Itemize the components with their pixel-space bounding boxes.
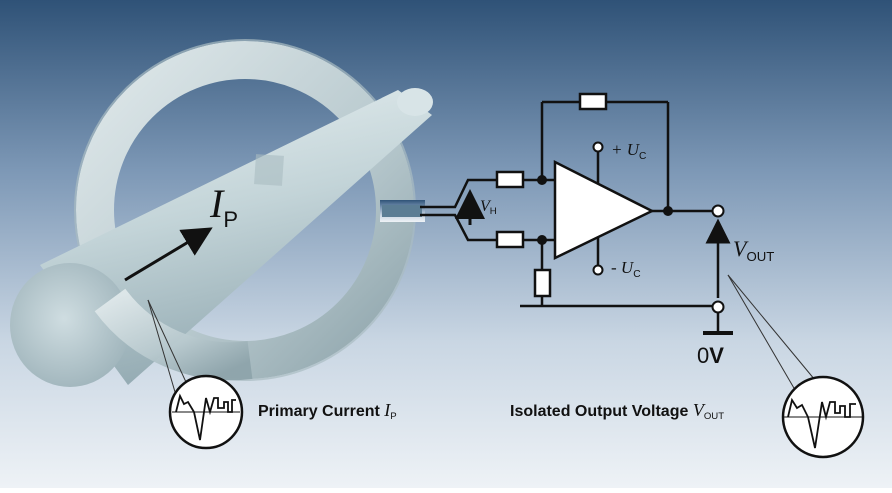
amplifier-circuit: [495, 92, 733, 335]
vh-label: VH: [480, 198, 497, 218]
resistor-icon: [495, 170, 525, 189]
zero-volt-label: 0V: [697, 343, 724, 368]
resistor-icon: [533, 268, 552, 298]
leader-line-output: [727, 274, 799, 396]
output-voltage-caption: Isolated Output Voltage VOUT: [510, 400, 725, 423]
primary-current-caption: Primary Current IP: [258, 400, 397, 423]
uc-minus-label: - UC: [611, 258, 641, 280]
oscilloscope-icon: [168, 374, 244, 450]
circuit-nodes: [537, 141, 725, 314]
ip-label: IP: [210, 181, 239, 232]
primary-conductor: [10, 88, 433, 387]
resistor-icon: [495, 230, 525, 249]
hall-element: [382, 205, 422, 217]
oscilloscope-icon: [781, 375, 865, 459]
arrow-icon: [124, 227, 213, 282]
uc-plus-label: + UC: [611, 140, 647, 162]
opamp-icon: [553, 159, 655, 260]
resistor-icon: [578, 92, 608, 111]
vout-label: VOUT: [733, 236, 775, 264]
